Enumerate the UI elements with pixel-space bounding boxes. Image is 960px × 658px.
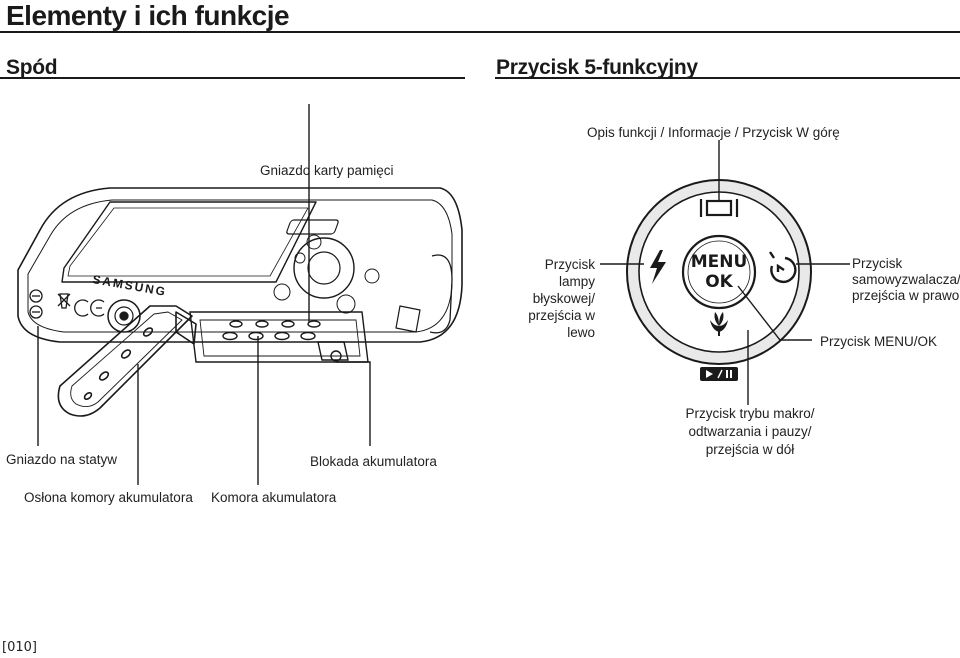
camera-5way-dial bbox=[293, 237, 355, 299]
display-icon bbox=[699, 199, 739, 217]
label-tripod-socket: Gniazdo na statyw bbox=[6, 452, 118, 467]
label-battery-cover: Osłona komory akumulatora bbox=[24, 490, 193, 505]
macro-icon bbox=[710, 312, 728, 336]
label-dial-right-2: samowyzwalacza/ bbox=[852, 272, 960, 287]
label-battery-chamber: Komora akumulatora bbox=[211, 490, 337, 505]
section-rule-left bbox=[0, 77, 465, 79]
label-memory-card-slot: Gniazdo karty pamięci bbox=[260, 163, 394, 178]
page-number: [010] bbox=[2, 640, 37, 655]
title-rule bbox=[0, 31, 960, 33]
page-title: Elementy i ich funkcje bbox=[6, 0, 290, 31]
camera-bottom-illustration: SAMSUNG bbox=[17, 104, 463, 485]
label-dial-top: Opis funkcji / Informacje / Przycisk W g… bbox=[587, 125, 840, 140]
battery-lock bbox=[317, 341, 349, 361]
label-dial-left-2: lampy bbox=[558, 274, 595, 289]
flash-icon bbox=[650, 250, 666, 284]
tripod-socket bbox=[107, 299, 141, 333]
leader-battery-lock bbox=[336, 361, 371, 446]
section-title-bottom: Spód bbox=[6, 56, 58, 79]
play-pause-icon bbox=[700, 367, 738, 381]
ce-mark-icon bbox=[74, 299, 89, 317]
screw-icon bbox=[29, 289, 43, 303]
ok-text: OK bbox=[705, 272, 733, 292]
label-dial-menu-ok: Przycisk MENU/OK bbox=[820, 334, 938, 349]
label-dial-left-5: lewo bbox=[567, 325, 595, 340]
battery-cover bbox=[57, 305, 197, 417]
section-title-5way: Przycisk 5-funkcyjny bbox=[496, 56, 698, 79]
camera-body bbox=[17, 187, 463, 343]
label-dial-bottom-2: odtwarzania i pauzy/ bbox=[688, 424, 812, 439]
mode-switch bbox=[286, 219, 339, 235]
label-dial-left-3: błyskowej/ bbox=[532, 291, 595, 306]
label-dial-bottom-3: przejścia w dół bbox=[705, 442, 795, 457]
label-dial-left-1: Przycisk bbox=[544, 257, 595, 272]
leader-menu-ok bbox=[737, 285, 812, 341]
camera-screen bbox=[61, 201, 317, 283]
self-timer-icon bbox=[769, 251, 797, 284]
label-dial-right-1: Przycisk bbox=[852, 256, 903, 271]
five-way-dial-illustration: MENU OK bbox=[600, 140, 850, 405]
menu-ok-button bbox=[681, 234, 757, 310]
label-dial-right-3: przejścia w prawo bbox=[852, 288, 960, 303]
label-dial-left-4: przejścia w bbox=[528, 308, 595, 323]
section-rule-right bbox=[495, 77, 960, 79]
menu-text: MENU bbox=[691, 252, 748, 272]
label-dial-bottom-1: Przycisk trybu makro/ bbox=[685, 406, 815, 421]
label-battery-lock: Blokada akumulatora bbox=[310, 454, 437, 469]
